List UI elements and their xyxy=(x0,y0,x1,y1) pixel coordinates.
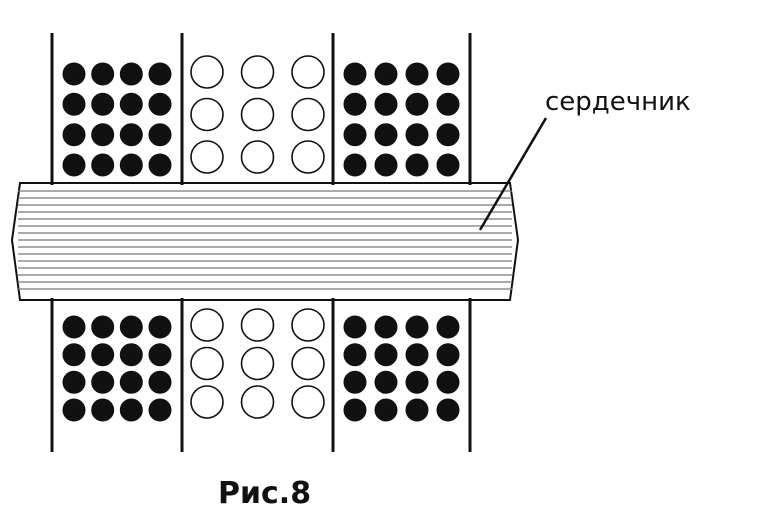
filled-wire-turn xyxy=(119,92,143,116)
filled-wire-turn xyxy=(374,398,398,422)
filled-wire-turn xyxy=(405,123,429,147)
filled-wire-turn xyxy=(405,62,429,86)
core-rod xyxy=(10,182,520,301)
filled-wire-turn xyxy=(91,370,115,394)
filled-wire-turn xyxy=(148,62,172,86)
filled-wire-turn xyxy=(374,153,398,177)
hollow-wire-turn xyxy=(190,97,224,132)
filled-wire-turn xyxy=(91,123,115,147)
filled-wire-turn xyxy=(436,153,460,177)
hollow-wire-turn xyxy=(190,140,224,174)
filled-wire-turn xyxy=(343,153,367,177)
hollow-wire-turn xyxy=(291,346,325,381)
filled-wire-turn xyxy=(436,398,460,422)
hollow-wire-turn xyxy=(291,140,325,174)
hollow-wire-turn xyxy=(190,308,224,342)
hollow-wire-turn xyxy=(190,385,224,419)
filled-wire-turn xyxy=(343,62,367,86)
hollow-wire-turn xyxy=(240,385,275,419)
filled-wire-turn xyxy=(91,153,115,177)
filled-wire-turn xyxy=(62,62,86,86)
filled-wire-turn xyxy=(436,62,460,86)
filled-wire-turn xyxy=(343,343,367,367)
filled-wire-turn xyxy=(119,370,143,394)
hollow-wire-turn xyxy=(190,346,224,381)
filled-wire-turn xyxy=(148,123,172,147)
filled-wire-turn xyxy=(91,343,115,367)
filled-wire-turn xyxy=(62,153,86,177)
filled-wire-turn xyxy=(119,123,143,147)
core-lamination-lines xyxy=(18,190,512,290)
filled-wire-turn xyxy=(374,62,398,86)
hollow-wire-turn xyxy=(240,140,275,174)
filled-wire-turn xyxy=(148,370,172,394)
filled-wire-turn xyxy=(119,62,143,86)
filled-wire-turn xyxy=(148,92,172,116)
filled-wire-turn xyxy=(62,92,86,116)
filled-wire-turn xyxy=(436,370,460,394)
filled-wire-turn xyxy=(62,123,86,147)
filled-wire-turn xyxy=(91,398,115,422)
filled-wire-turn xyxy=(119,153,143,177)
core-label-leader-line xyxy=(478,117,548,231)
filled-wire-turn xyxy=(374,343,398,367)
filled-wire-turn xyxy=(343,92,367,116)
filled-wire-turn xyxy=(405,343,429,367)
hollow-wire-turn xyxy=(291,55,325,89)
filled-wire-turn xyxy=(374,92,398,116)
filled-wire-turn xyxy=(343,398,367,422)
filled-wire-turn xyxy=(405,92,429,116)
filled-wire-turn xyxy=(148,315,172,339)
hollow-wire-turn xyxy=(240,97,275,132)
filled-wire-turn xyxy=(62,398,86,422)
filled-wire-turn xyxy=(343,123,367,147)
hollow-wire-turn xyxy=(291,308,325,342)
filled-wire-turn xyxy=(405,370,429,394)
filled-wire-turn xyxy=(436,315,460,339)
hollow-wire-turn xyxy=(240,55,275,89)
filled-wire-turn xyxy=(119,315,143,339)
filled-wire-turn xyxy=(148,398,172,422)
filled-wire-turn xyxy=(91,92,115,116)
filled-wire-turn xyxy=(405,398,429,422)
filled-wire-turn xyxy=(436,343,460,367)
filled-wire-turn xyxy=(148,343,172,367)
hollow-wire-turn xyxy=(291,385,325,419)
hollow-wire-turn xyxy=(190,55,224,89)
filled-wire-turn xyxy=(436,123,460,147)
filled-wire-turn xyxy=(374,370,398,394)
hollow-wire-turn xyxy=(291,97,325,132)
filled-wire-turn xyxy=(91,315,115,339)
filled-wire-turn xyxy=(405,315,429,339)
filled-wire-turn xyxy=(343,315,367,339)
filled-wire-turn xyxy=(436,92,460,116)
hollow-wire-turn xyxy=(240,308,275,342)
core-label: сердечник xyxy=(545,87,691,117)
figure-caption: Рис.8 xyxy=(218,476,311,511)
filled-wire-turn xyxy=(374,123,398,147)
filled-wire-turn xyxy=(62,343,86,367)
section-walls xyxy=(50,33,472,452)
filled-wire-turn xyxy=(343,370,367,394)
filled-wire-turn xyxy=(62,315,86,339)
filled-wire-turn xyxy=(148,153,172,177)
filled-wire-turn xyxy=(405,153,429,177)
filled-wire-turn xyxy=(62,370,86,394)
filled-wire-turn xyxy=(374,315,398,339)
filled-wire-turn xyxy=(119,343,143,367)
winding-turns xyxy=(62,55,460,422)
filled-wire-turn xyxy=(91,62,115,86)
filled-wire-turn xyxy=(119,398,143,422)
hollow-wire-turn xyxy=(240,346,275,381)
